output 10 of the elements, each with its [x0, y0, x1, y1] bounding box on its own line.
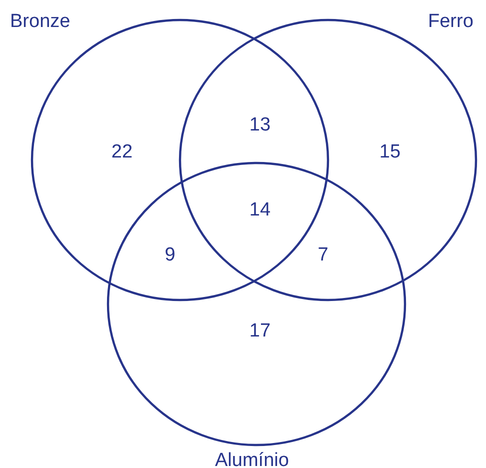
set-label: Alumínio	[215, 451, 289, 468]
region-count: 22	[111, 142, 133, 162]
region-count: 15	[379, 142, 401, 162]
region-count: 14	[249, 200, 271, 220]
set-label: Bronze	[10, 12, 70, 31]
set-label: Ferro	[428, 12, 474, 31]
region-count: 17	[249, 322, 271, 340]
region-count: 13	[249, 116, 271, 134]
region-count: 7	[318, 246, 328, 264]
region-count: 9	[164, 246, 176, 264]
